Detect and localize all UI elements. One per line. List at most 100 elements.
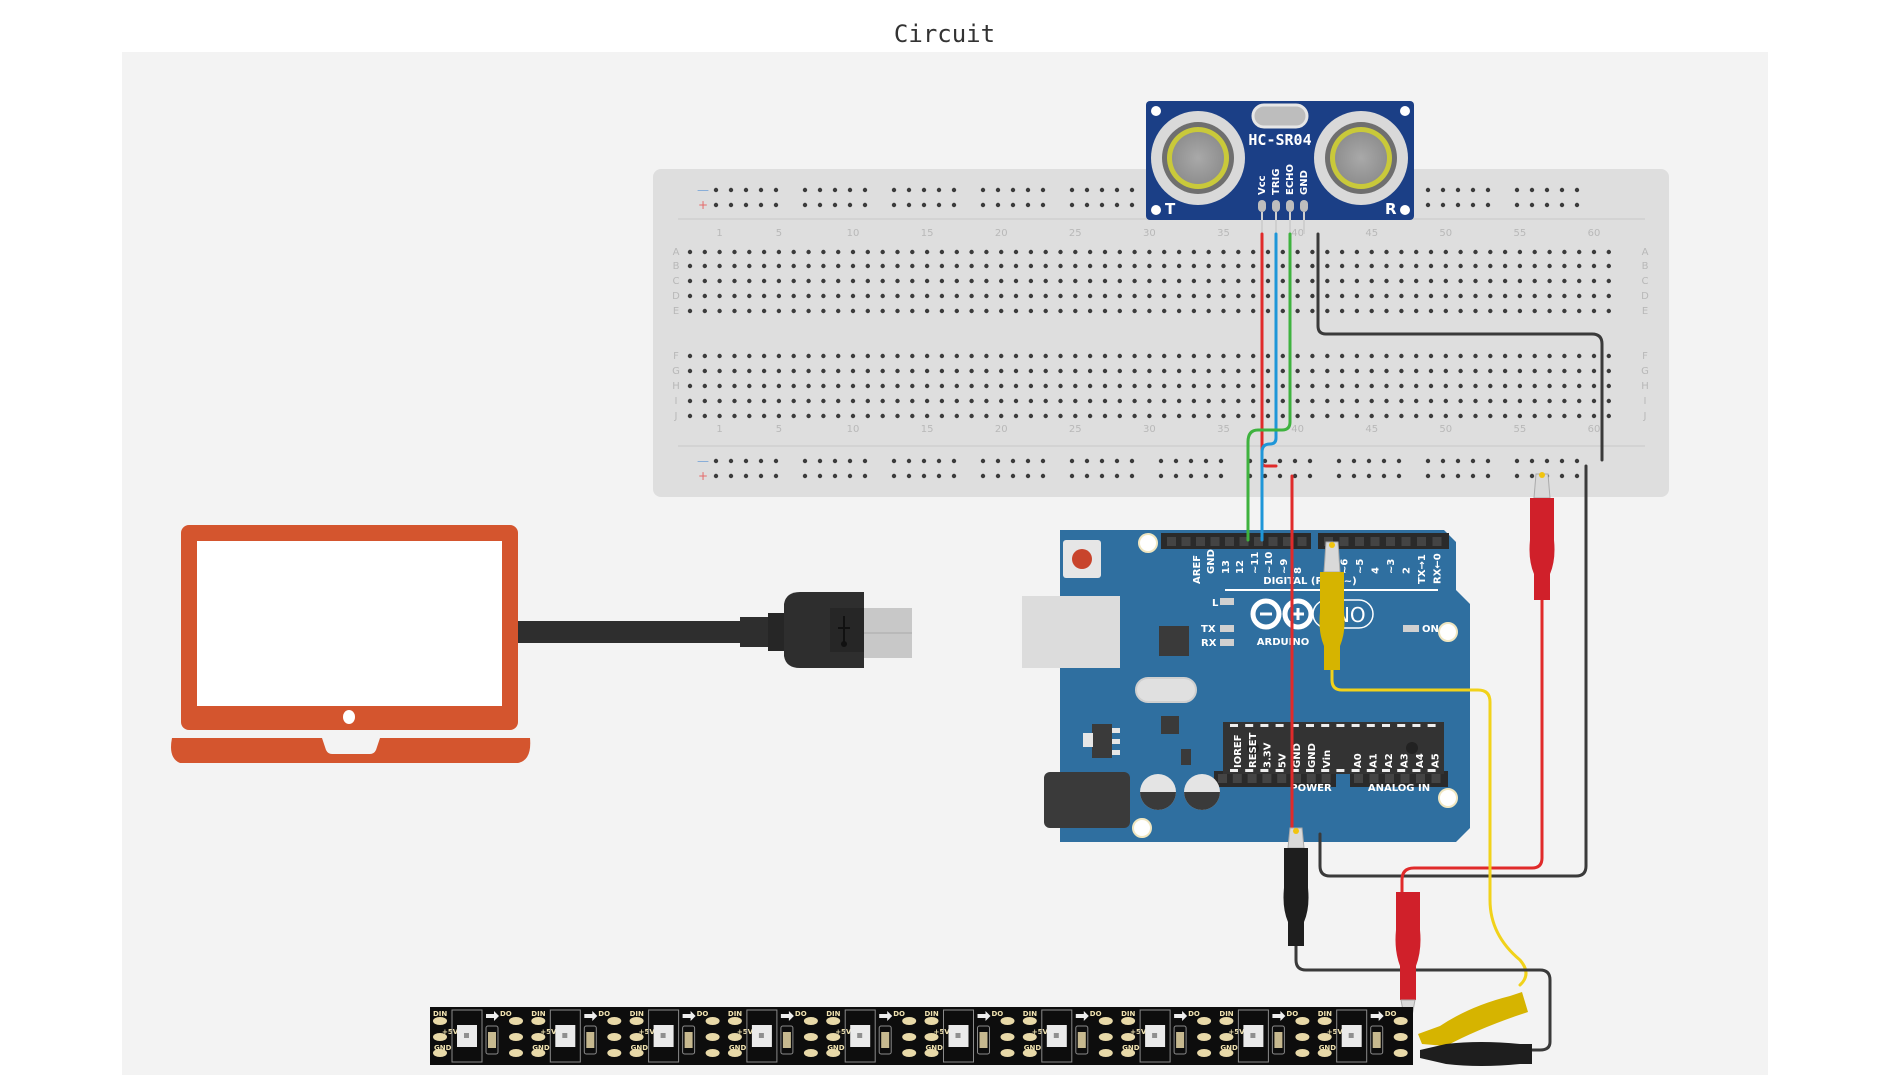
breadboard-hole[interactable] [1488,308,1493,314]
breadboard-hole[interactable] [702,413,707,419]
rail-hole[interactable] [1396,473,1402,479]
breadboard-hole[interactable] [687,368,693,374]
breadboard-hole[interactable] [1147,413,1152,419]
breadboard-hole[interactable] [850,398,856,404]
breadboard-hole[interactable] [806,353,811,359]
breadboard-hole[interactable] [1265,413,1271,419]
breadboard-hole[interactable] [939,398,945,404]
breadboard-hole[interactable] [1206,249,1211,255]
breadboard-hole[interactable] [732,398,737,404]
breadboard-hole[interactable] [1606,353,1612,359]
rail-hole[interactable] [1514,473,1520,479]
rail-hole[interactable] [1559,458,1565,464]
breadboard-hole[interactable] [1547,249,1552,255]
breadboard-hole[interactable] [984,383,989,389]
breadboard-hole[interactable] [687,383,693,389]
rail-hole[interactable] [1396,458,1402,464]
breadboard-hole[interactable] [1577,308,1582,314]
breadboard-hole[interactable] [732,413,737,419]
wire-sensor-gnd[interactable] [1316,232,1604,462]
breadboard-hole[interactable] [1221,383,1226,389]
breadboard-hole[interactable] [1013,368,1019,374]
rail-hole[interactable] [847,458,853,464]
breadboard-hole[interactable] [1147,368,1152,374]
breadboard-hole[interactable] [1502,353,1508,359]
breadboard-hole[interactable] [1502,383,1508,389]
breadboard-hole[interactable] [1147,263,1152,269]
breadboard-hole[interactable] [969,398,974,404]
rail-hole[interactable] [832,187,838,193]
breadboard-hole[interactable] [1236,278,1241,284]
breadboard-hole[interactable] [910,263,915,269]
breadboard-hole[interactable] [1369,293,1374,299]
breadboard-hole[interactable] [1117,413,1123,419]
breadboard-hole[interactable] [1517,413,1523,419]
breadboard-hole[interactable] [1221,353,1226,359]
breadboard-hole[interactable] [821,413,826,419]
breadboard-hole[interactable] [880,413,885,419]
wire-5v-rail[interactable] [1400,598,1544,902]
breadboard-hole[interactable] [776,383,782,389]
breadboard-hole[interactable] [1102,413,1108,419]
breadboard-hole[interactable] [880,383,885,389]
breadboard-hole[interactable] [1073,398,1078,404]
breadboard-hole[interactable] [999,383,1004,389]
rail-hole[interactable] [1292,458,1298,464]
breadboard-hole[interactable] [1087,308,1093,314]
breadboard-hole[interactable] [1043,308,1048,314]
breadboard-hole[interactable] [1191,368,1197,374]
breadboard-hole[interactable] [1176,353,1182,359]
breadboard-hole[interactable] [1591,278,1597,284]
breadboard-hole[interactable] [717,383,722,389]
rail-hole[interactable] [1025,473,1031,479]
breadboard-hole[interactable] [1176,249,1182,255]
breadboard-hole[interactable] [1087,278,1093,284]
breadboard-hole[interactable] [1221,398,1226,404]
breadboard-hole[interactable] [821,383,826,389]
breadboard-hole[interactable] [895,293,900,299]
breadboard-hole[interactable] [880,308,885,314]
breadboard-hole[interactable] [984,413,989,419]
rail-hole[interactable] [743,187,749,193]
rail-hole[interactable] [1574,458,1580,464]
rail-hole[interactable] [1203,458,1209,464]
breadboard-hole[interactable] [880,398,885,404]
breadboard-hole[interactable] [1251,293,1256,299]
breadboard-hole[interactable] [1028,263,1034,269]
rail-hole[interactable] [1262,458,1268,464]
rail-hole[interactable] [1277,458,1283,464]
breadboard-hole[interactable] [1028,383,1034,389]
breadboard-hole[interactable] [1162,368,1167,374]
breadboard-hole[interactable] [1310,383,1315,389]
rail-hole[interactable] [1084,187,1090,193]
breadboard-hole[interactable] [1532,263,1537,269]
breadboard-hole[interactable] [1280,263,1286,269]
breadboard-hole[interactable] [924,383,930,389]
breadboard-hole[interactable] [895,383,900,389]
breadboard-hole[interactable] [1428,263,1434,269]
rail-hole[interactable] [1099,202,1105,208]
breadboard-hole[interactable] [924,308,930,314]
breadboard-hole[interactable] [999,368,1004,374]
breadboard-hole[interactable] [939,413,945,419]
breadboard-hole[interactable] [939,308,945,314]
breadboard-hole[interactable] [702,293,707,299]
header-pin[interactable] [1292,774,1301,783]
breadboard-hole[interactable] [1058,398,1063,404]
breadboard-hole[interactable] [1176,383,1182,389]
breadboard-hole[interactable] [702,278,707,284]
rail-hole[interactable] [1099,187,1105,193]
breadboard-hole[interactable] [1532,278,1537,284]
breadboard-hole[interactable] [1251,278,1256,284]
rail-hole[interactable] [1455,473,1461,479]
breadboard-hole[interactable] [732,353,737,359]
breadboard-hole[interactable] [1547,353,1552,359]
rail-hole[interactable] [847,473,853,479]
rail-hole[interactable] [936,202,942,208]
breadboard-hole[interactable] [1043,353,1048,359]
breadboard-hole[interactable] [999,308,1004,314]
breadboard-hole[interactable] [969,278,974,284]
breadboard-hole[interactable] [1087,353,1093,359]
breadboard-hole[interactable] [1043,278,1048,284]
breadboard-hole[interactable] [895,263,900,269]
